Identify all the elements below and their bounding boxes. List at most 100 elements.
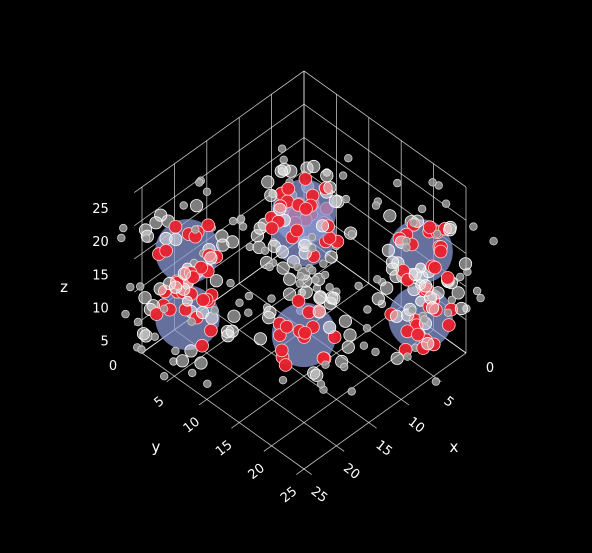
hydrogen-atom [117,233,126,243]
hydrogen-atom [150,332,159,341]
hydrogen-atom [321,360,330,369]
x-tick-label: 5 [152,394,168,411]
x-tick-label: 20 [246,461,268,483]
hydrogen-atom [371,201,381,210]
x-tick-mark [166,375,175,383]
framework-atom [323,181,337,195]
x-tick-label: 25 [278,484,300,506]
framework-atom [149,216,163,230]
hydrogen-atom [293,262,302,272]
hydrogen-atom [171,346,180,356]
framework-atom [380,281,394,295]
y-tick-label: 25 [308,484,330,506]
hydrogen-atom [277,144,287,153]
hydrogen-atom [338,171,348,180]
hydrogen-atom [362,324,372,333]
hydrogen-atom [354,281,363,291]
hydrogen-atom [238,222,248,231]
framework-atom [327,291,341,305]
framework-atom [458,257,473,271]
y-tick-mark [303,468,313,475]
framework-atom [312,305,326,319]
hydrogen-atom [191,225,200,234]
hydrogen-atom [244,291,254,301]
hydrogen-atom [236,214,246,223]
framework-atom [139,329,153,343]
framework-atom [227,309,241,323]
hydrogen-atom [428,178,437,187]
framework-atom [204,251,218,265]
data-points [117,144,498,396]
framework-atom [328,194,342,208]
hydrogen-atom [203,379,212,388]
framework-atom [407,282,421,296]
hydrogen-atom [344,153,353,163]
framework-atom [190,199,204,213]
hydrogen-atom [187,368,197,378]
framework-atom [261,175,275,189]
z-tick-label: 25 [92,202,109,217]
hydrogen-atom [179,201,188,210]
hydrogen-atom [363,305,372,314]
y-tick-mark [368,422,377,429]
hydrogen-atom [295,279,304,288]
hydrogen-atom [489,236,498,246]
y-tick-label: 10 [405,414,427,436]
hydrogen-atom [308,266,317,275]
x-tick-mark [295,468,305,475]
oxygen-atom [428,260,442,275]
y-tick-mark [336,445,345,452]
framework-atom [273,202,287,216]
z-tick-mark [133,186,143,193]
hydrogen-atom [195,178,204,187]
framework-atom [225,324,239,338]
framework-atom [383,209,397,223]
z-tick-label: 15 [92,268,109,283]
framework-atom [408,267,422,282]
oxygen-atom [279,319,294,334]
oxygen-atom [411,327,425,342]
grid-line [141,70,305,188]
hydrogen-atom [443,308,453,317]
framework-atom [274,164,288,178]
z-tick-label: 10 [92,301,109,316]
x-tick-mark [231,422,240,429]
grid-line [303,70,467,188]
hydrogen-atom [409,218,418,227]
hydrogen-atom [402,243,411,252]
framework-atom [276,261,290,275]
hydrogen-atom [119,223,128,233]
hydrogen-atom [456,272,465,282]
y-tick-label: 15 [373,438,395,460]
hydrogen-atom [319,259,328,268]
z-tick-mark [133,219,143,227]
hydrogen-atom [403,352,412,361]
hydrogen-atom [408,305,417,315]
x-tick-mark [198,399,208,406]
framework-atom [216,238,230,252]
framework-atom [324,250,338,264]
hydrogen-atom [469,222,478,231]
framework-atom [443,223,457,237]
oxygen-atom [298,172,313,186]
framework-atom [168,280,183,294]
framework-atom [343,328,357,342]
oxygen-atom [168,220,183,234]
z-tick-label: 5 [101,335,109,350]
hydrogen-atom [228,216,238,226]
hydrogen-atom [260,246,270,255]
framework-atom [262,310,276,325]
framework-atom [315,219,330,233]
oxygen-atom [422,220,437,235]
framework-atom [418,279,433,293]
z-tick-label: 20 [92,235,109,250]
framework-atom [299,285,313,299]
framework-atom [341,340,355,354]
hydrogen-atom [347,387,356,396]
oxygen-atom [291,294,306,308]
oxygen-atom [195,338,209,353]
hydrogen-atom [235,298,244,307]
hydrogen-atom [371,347,380,357]
framework-atom [184,344,198,358]
